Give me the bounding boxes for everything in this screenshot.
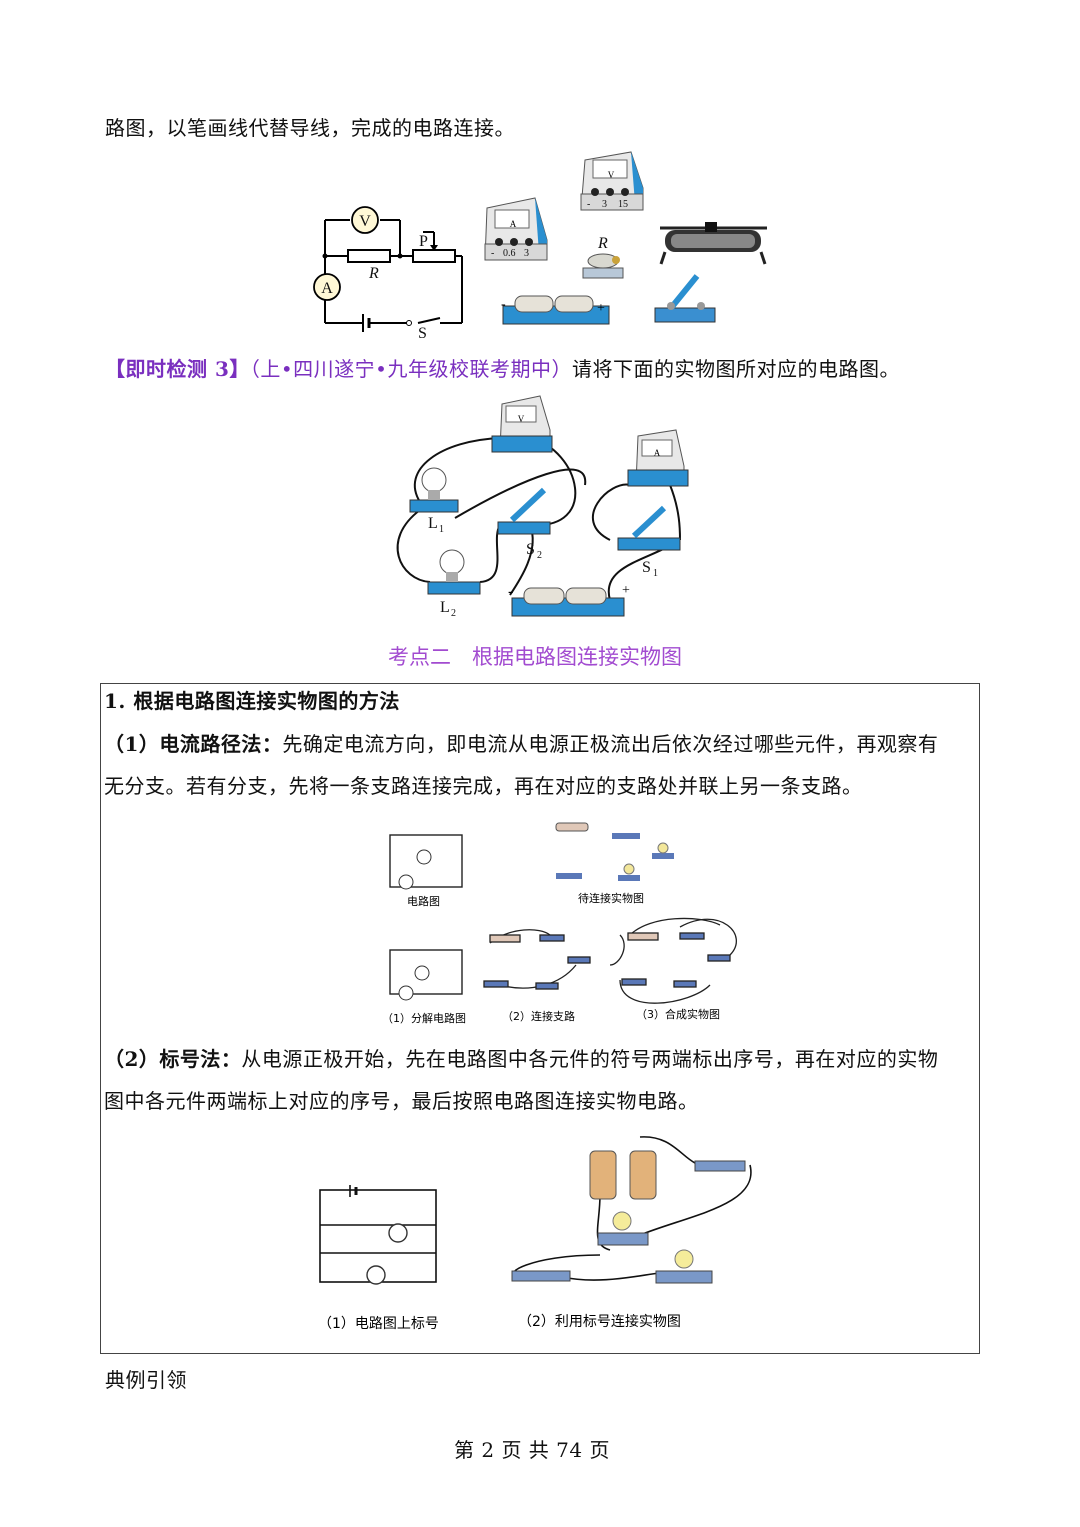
fig3-caption-step1: （1）分解电路图 [382,1011,466,1025]
switch-S1-device [617,505,681,551]
lamp-L1-device [409,467,459,513]
fig3-caption-circuit: 电路图 [407,895,440,908]
resistor-label: R [368,265,379,282]
switch-label: S [418,325,427,338]
fig3-caption-step2: （2）连接支路 [502,1010,575,1023]
lamp-L2-label: L [440,599,450,616]
step2-drawing [483,929,625,990]
svg-text:-: - [508,583,513,600]
svg-text:A: A [510,219,517,229]
svg-text:A: A [654,448,661,458]
exercise-tag: 【即时检测 3】 [105,357,250,381]
ammeter-device: A - 0.6 3 [484,197,548,261]
svg-text:3: 3 [524,248,529,259]
switch-S1-label: S [642,559,651,576]
lamp-L2-device [427,549,481,595]
exercise-3-line: 【即时检测 3】（上•四川遂宁•九年级校联考期中）请将下面的实物图所对应的电路图… [105,353,900,382]
svg-text:2: 2 [537,550,542,561]
ammeter-device: A [627,429,689,487]
svg-text:0.6: 0.6 [503,248,516,259]
lamp-L1-label: L [428,515,438,532]
switch-S2-device [497,487,551,535]
fig4-caption-right: （2）利用标号连接实物图 [518,1313,681,1330]
intro-line: 路图，以笔画线代替导线，完成的电路连接。 [105,116,515,140]
svg-text:3: 3 [602,199,607,210]
switch-device [654,274,716,323]
svg-text:2: 2 [451,608,456,619]
method-box [100,683,980,1354]
figure-1: V A R P S A - 0.6 3 V - 3 15 R [313,151,767,338]
resistor-device [582,253,624,279]
exercise-source: （上•四川遂宁•九年级校联考期中） [249,357,572,381]
svg-text:1: 1 [439,524,444,535]
figure-4: （1）电路图上标号 （2）利用标号连接实物图 [318,1136,752,1332]
circuit-schematic-1 [324,219,463,332]
voltmeter-label: V [359,213,371,230]
svg-text:V: V [518,414,525,424]
voltmeter-device: V - 3 15 [580,151,644,211]
figure-2: V A L 1 L 2 S 2 S 1 - + [396,395,689,619]
svg-text:+: + [597,301,605,316]
ammeter-symbol [313,273,341,301]
step3-drawing [619,917,737,1004]
rheostat-device [659,222,767,265]
exercise-question: 请将下面的实物图所对应的电路图。 [571,357,900,381]
section-title: 考点二 根据电路图连接实物图 [388,645,682,669]
method-2-line-2: 图中各元件两端标上对应的序号，最后按照电路图连接实物电路。 [104,1089,699,1113]
method-2-label: （2）标号法： [104,1047,242,1071]
svg-text:15: 15 [618,199,628,210]
fig4-caption-left: （1）电路图上标号 [318,1316,439,1332]
svg-text:1: 1 [653,568,658,579]
svg-text:-: - [491,248,494,259]
voltmeter-symbol [351,206,379,234]
page-footer: 第 2 页 共 74 页 [454,1438,610,1462]
fig3-caption-step3: （3）合成实物图 [636,1007,720,1021]
method-heading: 1. 根据电路图连接实物图的方法 [104,689,400,713]
figure-3: 电路图 待连接实物图 （1）分解电路图 （2）连接支路 （3）合成实物图 [382,822,737,1025]
slider-label: P [419,233,428,250]
svg-text:+: + [622,583,630,598]
resistor-device-label: R [597,235,608,252]
battery-holder-device: - + [501,295,610,325]
svg-text:-: - [501,297,506,312]
battery-holder-device: - + [508,583,630,617]
method-2-line-1: （2）标号法：从电源正极开始，先在电路图中各元件的符号两端标出序号，再在对应的实… [104,1047,939,1071]
loose-components [555,822,674,881]
method-1-line-2: 无分支。若有分支，先将一条支路连接完成，再在对应的支路处并联上另一条支路。 [104,774,863,798]
method-1-line-1: （1）电流路径法：先确定电流方向，即电流从电源正极流出后依次经过哪些元件，再观察… [104,732,939,756]
fig3-caption-waiting: 待连接实物图 [578,891,644,905]
method-1-label: （1）电流路径法： [104,732,283,756]
svg-text:V: V [608,170,615,180]
switch-S2-label: S [526,541,535,558]
svg-text:-: - [587,199,590,210]
voltmeter-device: V [491,395,553,453]
labeled-physical [513,1136,752,1281]
examples-heading: 典例引领 [105,1368,187,1392]
ammeter-label: A [321,280,333,297]
